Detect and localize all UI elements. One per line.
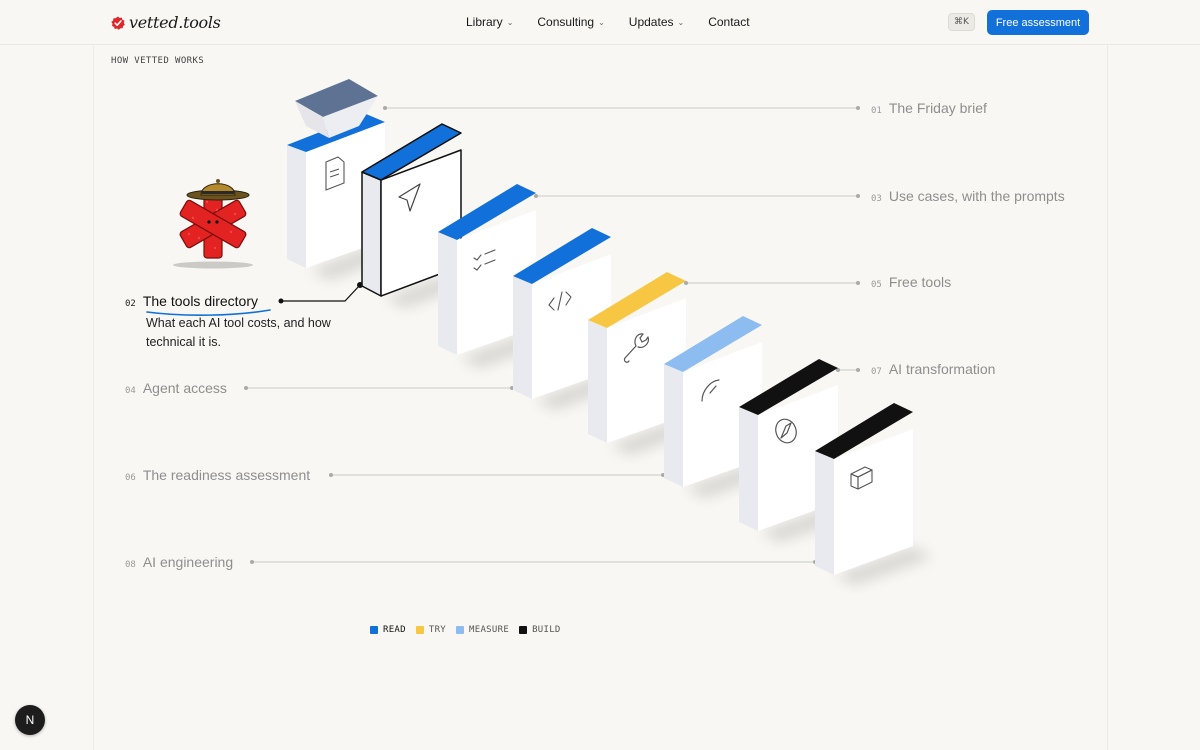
chevron-down-icon: ⌄: [598, 17, 605, 27]
hat: [186, 179, 250, 201]
mascot-asterisk: [173, 179, 253, 269]
cube-icon: [850, 466, 873, 490]
nav-library[interactable]: Library ⌄: [466, 15, 513, 29]
legend-label: TRY: [428, 625, 447, 635]
step-number: 06: [125, 473, 136, 483]
step-04[interactable]: 04 Agent access: [125, 380, 227, 396]
nav-updates[interactable]: Updates ⌄: [629, 15, 684, 29]
section-eyebrow: HOW VETTED WORKS: [111, 56, 205, 66]
wrench-icon: [623, 333, 649, 363]
step-number: 08: [125, 560, 136, 570]
legend-build: BUILD: [519, 625, 561, 635]
legend-swatch: [370, 626, 378, 634]
block-friday-brief: [287, 79, 385, 268]
logo-text: vetted.tools: [129, 13, 221, 32]
main-nav: Library ⌄ Consulting ⌄ Updates ⌄ Contact: [466, 15, 750, 29]
document-icon: [325, 156, 345, 191]
step-title: Free tools: [888, 274, 952, 290]
guide-line-left: [93, 45, 94, 750]
nav-contact-label: Contact: [708, 15, 750, 29]
active-title-underline: [146, 309, 271, 316]
legend-swatch: [456, 626, 465, 634]
step-05[interactable]: 05 Free tools: [871, 274, 951, 290]
nav-consulting[interactable]: Consulting ⌄: [537, 15, 604, 29]
step-08[interactable]: 08 AI engineering: [125, 554, 233, 570]
check-badge-icon: [111, 16, 125, 30]
legend-label: READ: [383, 625, 406, 635]
search-shortcut[interactable]: ⌘K: [948, 13, 975, 31]
legend-label: BUILD: [532, 625, 561, 635]
step-number: 01: [871, 106, 882, 116]
legend-label: MEASURE: [469, 625, 510, 635]
code-icon: [548, 291, 572, 311]
free-assessment-button[interactable]: Free assessment: [987, 10, 1089, 35]
cursor-icon: [398, 183, 421, 212]
step-number: 03: [871, 194, 882, 204]
step-02[interactable]: 02 The tools directory: [125, 293, 258, 309]
nav-updates-label: Updates: [628, 15, 674, 29]
step-number: 02: [125, 299, 136, 309]
step-title: Agent access: [142, 380, 227, 396]
step-01[interactable]: 01 The Friday brief: [871, 100, 987, 116]
chevron-down-icon: ⌄: [506, 17, 514, 27]
guide-line-right: [1107, 45, 1108, 750]
legend-read: READ: [370, 625, 406, 635]
legend-swatch: [415, 626, 424, 634]
step-07[interactable]: 07 AI transformation: [871, 361, 995, 377]
gauge-icon: [701, 379, 720, 402]
step-number: 07: [871, 367, 882, 377]
checklist-icon: [473, 249, 496, 271]
framework-badge[interactable]: N: [15, 705, 45, 735]
step-title: Use cases, with the prompts: [888, 188, 1065, 204]
compass-icon: [775, 418, 797, 444]
step-title: AI engineering: [142, 554, 234, 570]
step-06[interactable]: 06 The readiness assessment: [125, 467, 310, 483]
connector-lines: [244, 106, 860, 564]
step-03[interactable]: 03 Use cases, with the prompts: [871, 188, 1065, 204]
step-number: 04: [125, 386, 136, 396]
step-title: AI transformation: [888, 361, 996, 377]
step-title: The readiness assessment: [142, 467, 311, 483]
legend-try: TRY: [415, 625, 447, 635]
step-number: 05: [871, 280, 882, 290]
step-title: The Friday brief: [888, 100, 987, 116]
step-description: What each AI tool costs, and how technic…: [146, 316, 331, 349]
step-title: The tools directory: [142, 293, 259, 309]
legend-measure: MEASURE: [456, 625, 509, 635]
active-connector: [278, 282, 363, 304]
nav-consulting-label: Consulting: [537, 15, 595, 29]
legend-swatch: [519, 626, 528, 634]
logo[interactable]: vetted.tools: [111, 13, 221, 32]
nav-library-label: Library: [466, 15, 503, 29]
category-legend: READ TRY MEASURE BUILD: [370, 625, 561, 635]
nav-contact[interactable]: Contact: [708, 15, 749, 29]
site-header: vetted.tools Library ⌄ Consulting ⌄ Upda…: [0, 0, 1200, 45]
chevron-down-icon: ⌄: [677, 17, 685, 27]
block-ai-engineering: [815, 403, 913, 575]
